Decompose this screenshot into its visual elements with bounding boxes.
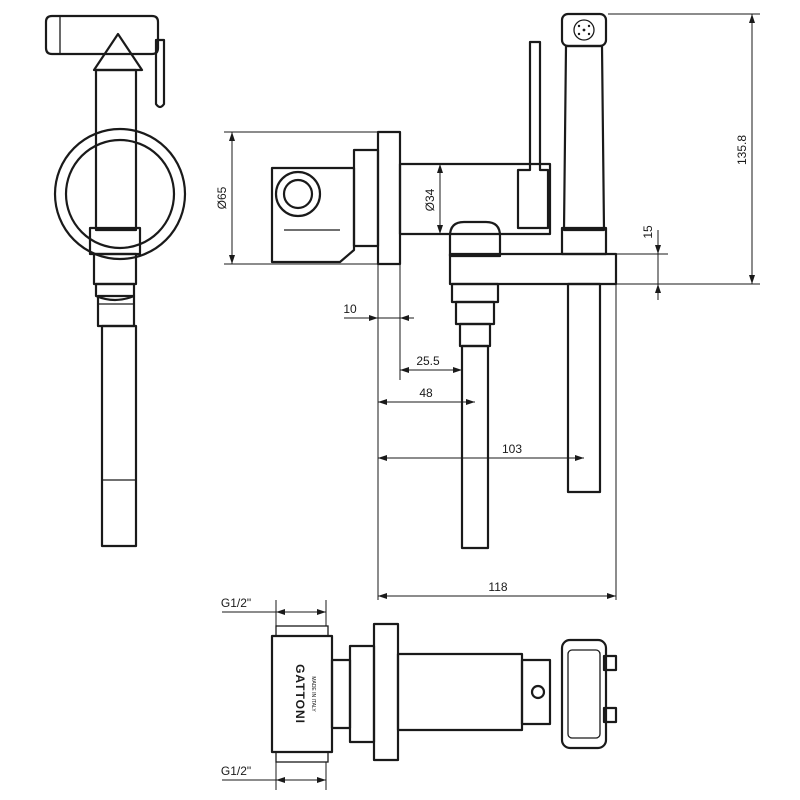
- dim-width-103: 103: [378, 442, 584, 461]
- dim-10-label: 10: [343, 302, 357, 316]
- front-rosette-inner: [64, 138, 176, 250]
- dim-height-15: 15: [616, 225, 668, 300]
- thread-top-port: [275, 625, 329, 637]
- top-sleeve: [348, 644, 376, 744]
- wall-flange: [376, 130, 402, 266]
- front-trigger-lever: [154, 38, 166, 109]
- valve-sleeve: [352, 148, 380, 248]
- hose-nut: [450, 282, 500, 304]
- front-shower-head: [44, 14, 160, 56]
- front-view: [44, 14, 187, 548]
- dim-height-135-8: 135.8: [608, 13, 760, 285]
- top-view: GATTONI MADE IN ITALY: [270, 622, 618, 763]
- top-holder-tab-upper: [602, 654, 618, 672]
- top-outlet-body: [396, 652, 524, 732]
- top-connector: [330, 658, 352, 730]
- dim-d65-label: Ø65: [215, 186, 229, 209]
- body-brand-text: GATTONI: [293, 664, 307, 724]
- top-lever-pin: [530, 684, 546, 700]
- hose-ferrule: [458, 322, 492, 348]
- front-cone: [92, 32, 144, 72]
- dim-width-10: 10: [343, 302, 414, 321]
- side-view: [270, 12, 618, 550]
- dim-thread-bottom: G1/2": [221, 762, 327, 790]
- top-lever-base: [520, 658, 552, 726]
- dim-thread-top-label: G1/2": [221, 596, 251, 610]
- valve-port-outer: [274, 170, 322, 218]
- top-holder-inner: [567, 649, 601, 739]
- dim-diameter-65: Ø65: [215, 131, 380, 265]
- dim-width-118: 118: [378, 580, 616, 599]
- dim-15-label: 15: [641, 225, 655, 239]
- embedded-valve-body: [270, 166, 356, 264]
- dim-118-label: 118: [488, 580, 507, 594]
- holder-arm: [448, 252, 618, 286]
- dim-25-5-label: 25.5: [416, 354, 440, 368]
- side-lower-hose: [566, 282, 602, 494]
- dim-135-8-label: 135.8: [735, 135, 749, 165]
- valve-port-inner: [282, 178, 314, 210]
- hose-nut-lower: [454, 300, 496, 326]
- dim-103-label: 103: [502, 442, 522, 456]
- body-origin-text: MADE IN ITALY: [310, 676, 316, 712]
- front-holder-base: [94, 282, 136, 302]
- outlet-elbow: [448, 220, 502, 258]
- lever-handle: [516, 40, 550, 230]
- side-shower-handle: [562, 44, 606, 232]
- front-rosette-outer: [53, 127, 187, 261]
- dim-width-25-5: 25.5: [400, 354, 462, 373]
- front-holder-top: [88, 226, 142, 256]
- top-flange: [372, 622, 400, 762]
- outlet-body: [398, 162, 552, 236]
- top-holder-tab-lower: [602, 706, 618, 724]
- top-holder-bracket: [560, 638, 608, 750]
- spray-nozzle-dots: [573, 19, 595, 41]
- dim-48-label: 48: [419, 386, 433, 400]
- thread-bottom-port: [275, 751, 329, 763]
- side-hose: [460, 344, 490, 550]
- dim-thread-bottom-label: G1/2": [221, 764, 251, 778]
- dim-d34-label: Ø34: [423, 188, 437, 211]
- dim-diameter-34: Ø34: [423, 164, 443, 234]
- side-handle-collar: [560, 226, 608, 256]
- front-hose: [100, 324, 138, 548]
- dim-width-48: 48: [378, 386, 475, 405]
- dim-thread-top: G1/2": [221, 596, 327, 626]
- front-handle: [94, 68, 138, 232]
